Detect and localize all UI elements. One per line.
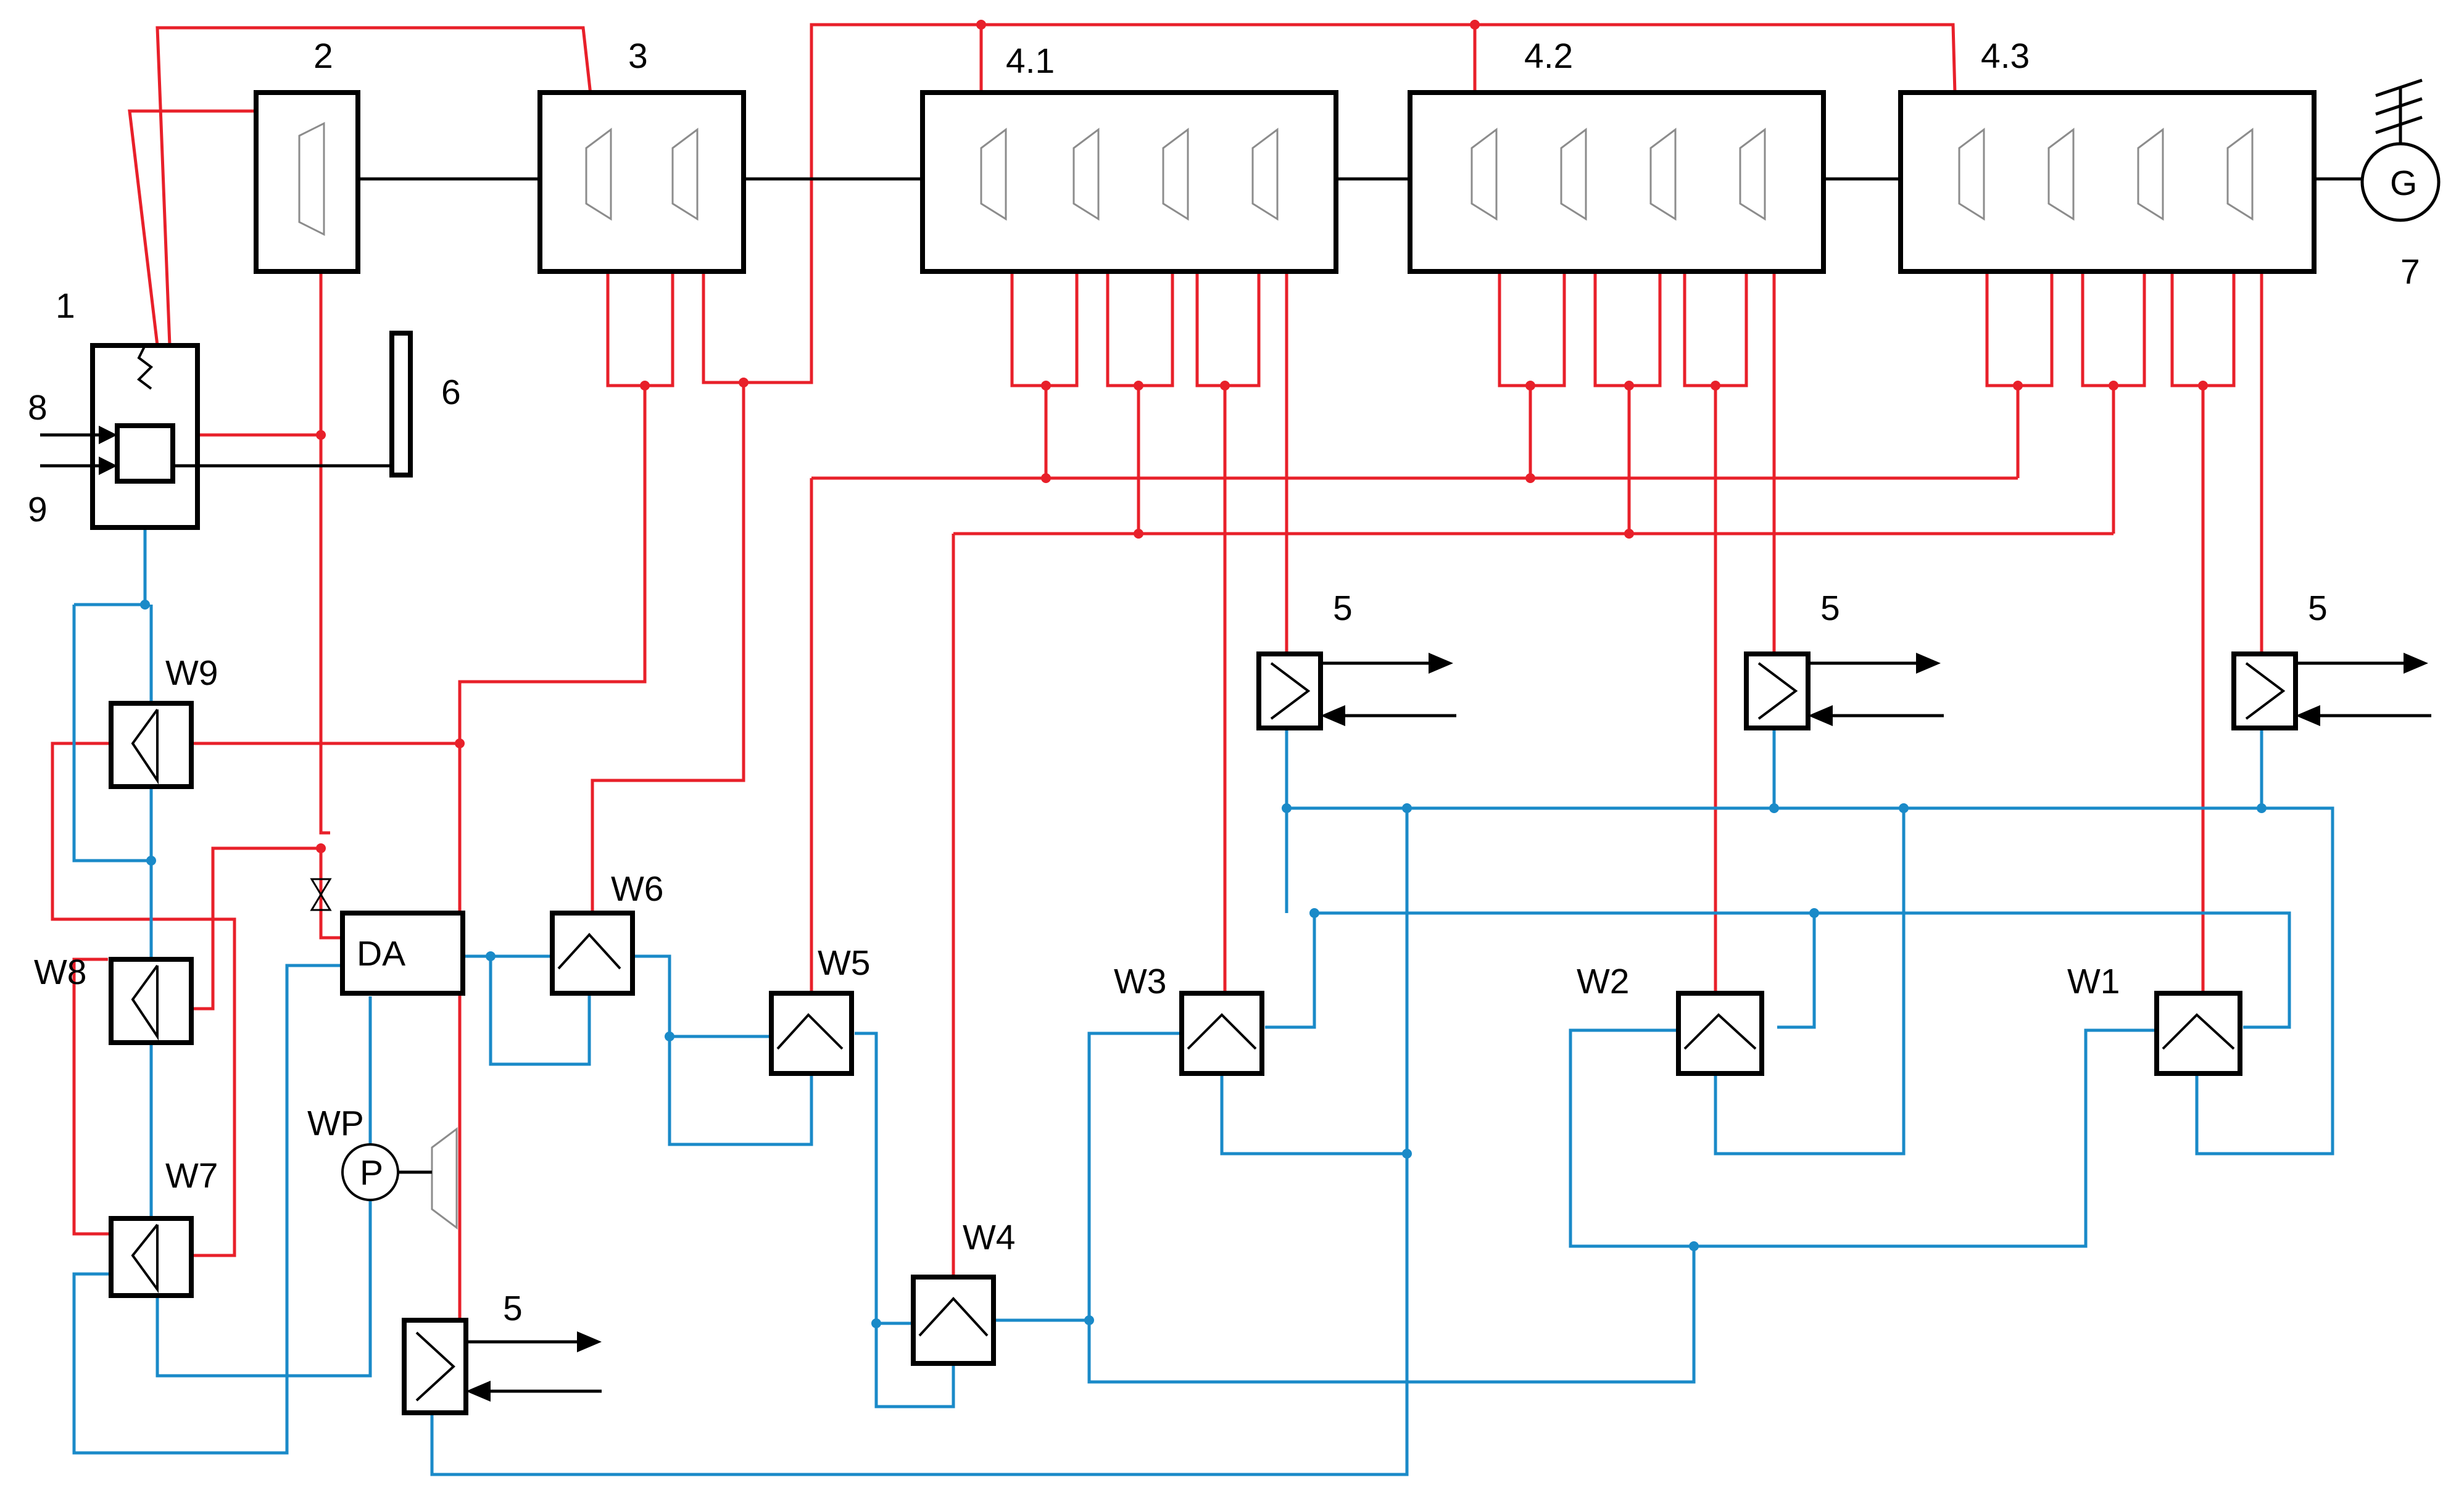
ip-turbine-casing xyxy=(537,90,746,274)
junction-dots xyxy=(140,20,2267,1328)
label-pump: WP xyxy=(307,1104,364,1143)
pump-symbol: P xyxy=(360,1153,383,1193)
heater-w8 xyxy=(109,957,194,1045)
label-w3: W3 xyxy=(1114,962,1167,1001)
label-w6: W6 xyxy=(611,869,664,909)
heater-w5 xyxy=(769,991,854,1076)
condenser-3 xyxy=(2231,651,2298,730)
condenser-1 xyxy=(1256,651,1323,730)
label-w4: W4 xyxy=(963,1218,1016,1257)
heater-w3 xyxy=(1179,991,1264,1076)
label-condenser-4: 5 xyxy=(503,1289,523,1328)
turbine-stages xyxy=(298,122,2254,1230)
label-boiler: 1 xyxy=(56,286,75,326)
deaerator xyxy=(340,911,465,996)
label-lp-turbine-1: 4.1 xyxy=(1006,41,1055,81)
deaerator-group xyxy=(310,848,465,1201)
label-hp-turbine: 2 xyxy=(313,36,333,76)
feedwater-heaters xyxy=(109,701,2242,1366)
label-condenser-1: 5 xyxy=(1333,589,1353,628)
heater-w7 xyxy=(109,1216,194,1298)
label-ip-turbine: 3 xyxy=(628,36,648,76)
boiler xyxy=(40,343,398,530)
label-w1: W1 xyxy=(2067,962,2120,1001)
label-lp-turbine-3: 4.3 xyxy=(1981,36,2030,76)
label-w2: W2 xyxy=(1577,962,1630,1001)
label-inlet-8: 8 xyxy=(28,388,48,428)
label-w9: W9 xyxy=(165,653,218,693)
label-lp-turbine-2: 4.2 xyxy=(1524,36,1573,76)
turbine-casings xyxy=(254,90,2317,274)
label-condenser-2: 5 xyxy=(1820,589,1840,628)
heater-w9 xyxy=(109,701,194,789)
label-generator: 7 xyxy=(2400,252,2420,292)
label-inlet-9: 9 xyxy=(28,490,48,529)
generator xyxy=(2360,78,2441,222)
label-stack: 6 xyxy=(441,373,461,412)
heater-w6 xyxy=(550,911,635,996)
label-deaerator: DA xyxy=(357,934,405,974)
heater-w1 xyxy=(2154,991,2242,1076)
label-w8: W8 xyxy=(34,953,87,992)
heater-w4 xyxy=(911,1275,996,1366)
heater-w2 xyxy=(1676,991,1764,1076)
stack xyxy=(389,331,413,478)
label-w7: W7 xyxy=(165,1156,218,1196)
condenser-4 xyxy=(402,1318,468,1415)
label-w5: W5 xyxy=(818,943,871,983)
generator-symbol: G xyxy=(2390,163,2417,203)
condenser-2 xyxy=(1744,651,1811,730)
label-condenser-3: 5 xyxy=(2308,589,2328,628)
labels: 2 3 4.1 4.2 4.3 G 7 1 6 8 9 W9 W8 W7 W6 … xyxy=(28,36,2420,1328)
condensers xyxy=(402,651,2431,1415)
